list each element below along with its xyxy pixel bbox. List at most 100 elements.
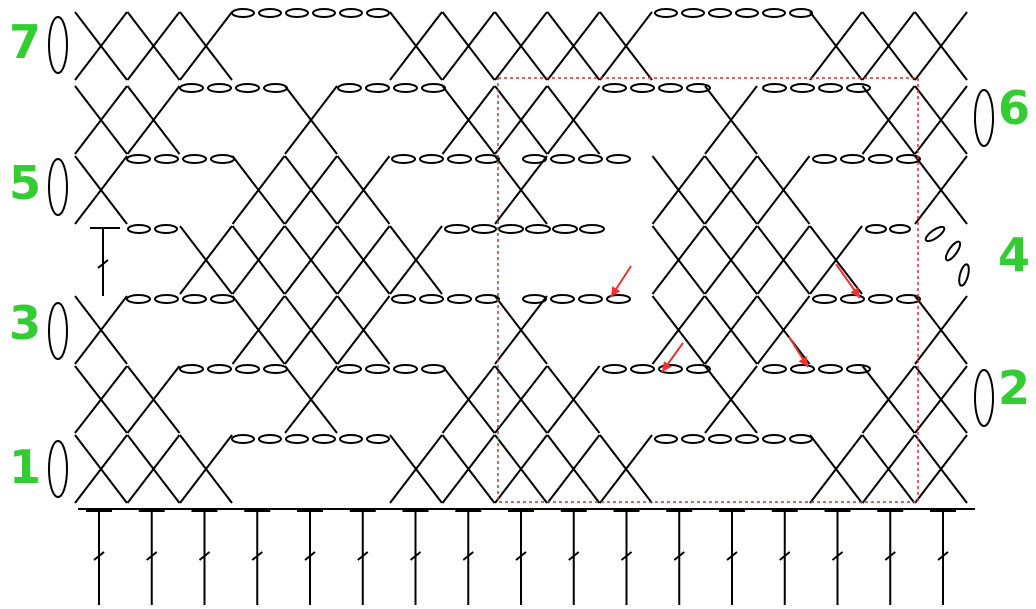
single-crochet-x-icon xyxy=(494,11,548,81)
chain-oval-icon xyxy=(126,154,151,164)
double-crochet-icon xyxy=(349,510,376,605)
x-stroke xyxy=(546,85,601,155)
x-stroke xyxy=(231,295,286,365)
chain-oval-icon xyxy=(154,224,178,234)
chain-oval-icon xyxy=(179,83,204,93)
turning-chain-icon xyxy=(974,369,994,427)
single-crochet-x-icon xyxy=(861,85,916,155)
single-crochet-x-icon xyxy=(704,365,758,434)
row-number-2: 2 xyxy=(998,361,1030,415)
chain-oval-icon xyxy=(630,83,655,93)
chain-oval-icon xyxy=(498,224,524,234)
single-crochet-x-icon xyxy=(389,11,443,81)
x-stroke xyxy=(914,434,968,504)
dc-slash xyxy=(93,551,105,561)
x-stroke xyxy=(914,295,968,365)
chain-oval-icon xyxy=(789,8,813,18)
chain-oval-icon xyxy=(686,83,711,93)
x-stroke xyxy=(389,434,443,504)
row-number-7: 7 xyxy=(9,15,41,69)
x-stroke xyxy=(74,295,128,365)
x-stroke xyxy=(494,365,548,434)
x-stroke xyxy=(546,365,601,434)
chain-oval-icon xyxy=(924,225,946,243)
x-stroke xyxy=(389,11,443,81)
chain-oval-icon xyxy=(210,294,235,304)
chain-oval-icon xyxy=(421,83,446,93)
single-crochet-x-icon xyxy=(74,434,128,504)
x-stroke xyxy=(179,225,233,295)
chain-oval-icon xyxy=(522,294,547,304)
single-crochet-x-icon xyxy=(494,365,548,434)
single-crochet-x-icon xyxy=(546,365,601,434)
chain-oval-icon xyxy=(762,8,786,18)
double-crochet-icon xyxy=(666,510,693,605)
chain-oval-icon xyxy=(762,83,787,93)
dc-slash xyxy=(884,551,896,561)
x-stroke xyxy=(441,365,496,434)
row-number-6: 6 xyxy=(998,81,1030,135)
single-crochet-x-icon xyxy=(494,155,548,225)
single-crochet-x-icon xyxy=(651,155,706,225)
chain-oval-icon xyxy=(258,434,282,444)
single-crochet-x-icon xyxy=(914,365,968,434)
single-crochet-x-icon xyxy=(809,225,863,295)
single-crochet-x-icon xyxy=(861,365,916,434)
chain-oval-icon xyxy=(393,364,418,374)
single-crochet-x-icon xyxy=(441,11,496,81)
x-stroke xyxy=(336,155,391,225)
x-stroke xyxy=(704,225,758,295)
double-crochet-icon xyxy=(771,510,798,605)
chain-oval-icon xyxy=(235,364,260,374)
double-crochet-icon xyxy=(86,510,112,605)
chain-oval-icon xyxy=(393,83,418,93)
double-crochet-icon xyxy=(138,510,165,605)
single-crochet-x-icon xyxy=(756,295,811,365)
x-stroke xyxy=(494,434,548,504)
single-crochet-x-icon xyxy=(914,85,968,155)
chain-oval-icon xyxy=(818,364,843,374)
x-stroke xyxy=(179,11,233,81)
dc-slash xyxy=(409,551,422,561)
arrow-head xyxy=(850,287,860,298)
single-crochet-x-icon xyxy=(704,295,758,365)
chain-oval-icon xyxy=(285,434,309,444)
single-crochet-x-icon xyxy=(126,11,181,81)
chain-oval-icon xyxy=(812,154,837,164)
chain-oval-icon xyxy=(686,364,711,374)
dc-slash xyxy=(198,551,211,561)
row-number-4: 4 xyxy=(998,228,1030,282)
single-crochet-x-icon xyxy=(809,434,863,504)
x-stroke xyxy=(704,295,758,365)
chain-oval-icon xyxy=(654,434,678,444)
placement-arrows xyxy=(610,263,861,373)
chain-oval-icon xyxy=(550,154,575,164)
chain-oval-icon xyxy=(958,263,970,287)
chain-oval-icon xyxy=(708,434,732,444)
single-crochet-x-icon xyxy=(231,225,286,295)
turning-chain-icon xyxy=(48,440,68,498)
x-stroke xyxy=(126,434,181,504)
x-stroke xyxy=(809,225,863,295)
double-crochet-icon xyxy=(191,510,218,605)
chain-oval-icon xyxy=(365,83,390,93)
hdc-slash xyxy=(97,259,109,269)
x-stroke xyxy=(126,11,181,81)
single-crochet-x-icon xyxy=(704,155,758,225)
double-crochet-icon xyxy=(613,510,640,605)
arrow-head xyxy=(611,286,621,297)
dc-slash xyxy=(251,551,263,561)
chain-oval-icon xyxy=(207,364,232,374)
x-stroke xyxy=(704,365,758,434)
x-stroke xyxy=(861,434,916,504)
single-crochet-x-icon xyxy=(441,434,496,504)
single-crochet-x-icon xyxy=(756,155,811,225)
chain-oval-icon xyxy=(182,154,207,164)
x-stroke xyxy=(74,365,128,434)
x-stroke xyxy=(179,434,233,504)
chain-oval-icon xyxy=(471,224,497,234)
chain-oval-icon xyxy=(207,83,232,93)
x-stroke xyxy=(704,155,758,225)
single-crochet-x-icon xyxy=(914,434,968,504)
arrow-head xyxy=(798,356,808,367)
